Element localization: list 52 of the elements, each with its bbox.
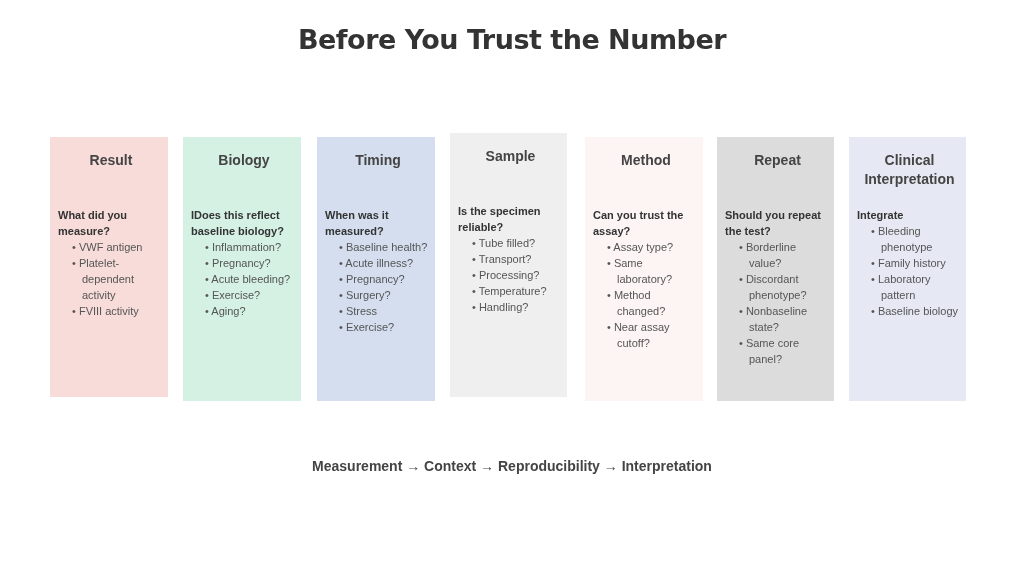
card-heading: Repeat — [753, 151, 802, 170]
card-question: Can you trust the assay? — [593, 208, 685, 239]
bullet-item: • Assay type? — [607, 240, 675, 255]
bullet-item: • Same laboratory? — [607, 256, 674, 287]
bullet-item: • Pregnancy? — [339, 272, 406, 287]
bullet-item: • Acute bleeding? — [205, 272, 292, 287]
bullet-item: • Acute illness? — [339, 256, 415, 271]
bullet-item: • Surgery? — [339, 288, 392, 303]
bullet-item: • FVIII activity — [72, 304, 140, 319]
bullet-item: • Baseline biology — [871, 304, 960, 319]
card-question: Integrate — [857, 208, 905, 223]
bullet-item: • Laboratory pattern — [871, 272, 932, 303]
bullet-item: • Near assay cutoff? — [607, 320, 671, 351]
category-card — [183, 137, 301, 401]
bullet-item: • Tube filled? — [472, 236, 537, 251]
bullet-item: • VWF antigen — [72, 240, 144, 255]
bullet-item: • Inflammation? — [205, 240, 282, 255]
card-question: Should you repeat the test? — [725, 208, 822, 239]
card-heading: Method — [620, 151, 672, 170]
diagram-title: Before You Trust the Number — [296, 24, 728, 55]
card-heading: Biology — [217, 151, 271, 170]
bullet-item: • Stress — [339, 304, 379, 319]
bullet-item: • Pregnancy? — [205, 256, 272, 271]
bullet-item: • Borderline value? — [739, 240, 798, 271]
bullet-item: • Nonbaseline state? — [739, 304, 809, 335]
category-card — [849, 137, 966, 401]
card-question: Is the specimen reliable? — [458, 204, 542, 235]
bullet-item: • Exercise? — [205, 288, 262, 303]
bullet-item: • Method changed? — [607, 288, 667, 319]
category-card — [717, 137, 834, 401]
category-card — [50, 137, 168, 397]
bullet-item: • Transport? — [472, 252, 533, 267]
bullet-item: • Same core panel? — [739, 336, 801, 367]
card-question: What did you measure? — [58, 208, 129, 239]
category-card — [317, 137, 435, 401]
flow-summary-text: Measurement → Context → Reproducibility → Interpretation — [312, 458, 712, 474]
bullet-item: • Platelet-dependent activity — [72, 256, 135, 303]
card-heading: Sample — [484, 147, 537, 166]
card-question: When was it measured? — [325, 208, 390, 239]
card-question: IDoes this reflect baseline biology? — [191, 208, 285, 239]
card-heading: Timing — [354, 151, 402, 170]
bullet-item: • Baseline health? — [339, 240, 429, 255]
bullet-item: • Bleeding phenotype — [871, 224, 934, 255]
card-heading: Clinical Interpretation — [863, 151, 956, 189]
bullet-item: • Temperature? — [472, 284, 548, 299]
bullet-item: • Discordant phenotype? — [739, 272, 808, 303]
card-heading: Result — [88, 151, 134, 170]
bullet-item: • Aging? — [205, 304, 247, 319]
bullet-item: • Handling? — [472, 300, 530, 315]
bullet-item: • Family history — [871, 256, 947, 271]
bullet-item: • Processing? — [472, 268, 541, 283]
bullet-item: • Exercise? — [339, 320, 396, 335]
